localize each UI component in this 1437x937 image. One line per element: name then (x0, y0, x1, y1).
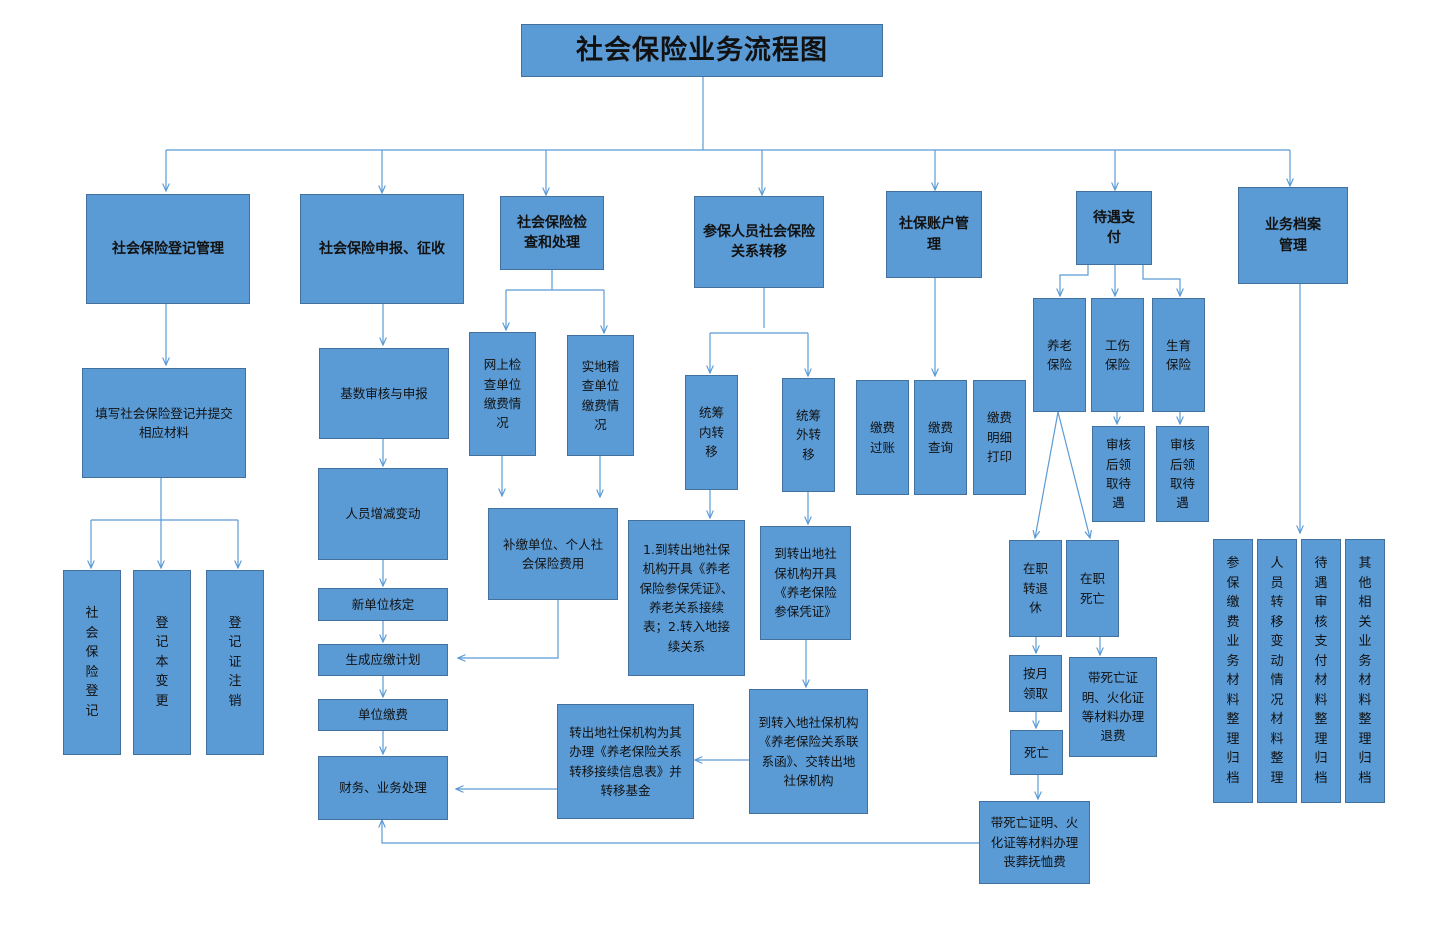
archive-item: 参保缴费业务材料整理归档 (1213, 539, 1253, 803)
archive-item: 人员转移变动情况材料整理 (1257, 539, 1297, 803)
registration-item: 社会保险登记 (63, 570, 121, 755)
declaration-step: 新单位核定 (318, 588, 448, 621)
account-item: 缴费过账 (856, 380, 909, 495)
declaration-step: 人员增减变动 (318, 468, 448, 560)
inspection-online: 网上检查单位缴费情况 (469, 332, 536, 456)
category-transfer: 参保人员社会保险关系转移 (694, 196, 824, 288)
page-title: 社会保险业务流程图 (521, 24, 883, 77)
account-item: 缴费明细打印 (973, 380, 1026, 495)
declaration-step: 生成应缴计划 (318, 644, 448, 676)
payment-death-detail: 带死亡证明、火化证等材料办理丧葬抚恤费 (979, 801, 1090, 884)
category-registration: 社会保险登记管理 (86, 194, 250, 304)
payment-type-injury: 工伤保险 (1091, 298, 1144, 412)
account-item: 缴费查询 (914, 380, 967, 495)
declaration-step: 基数审核与申报 (319, 348, 449, 439)
payment-type-maternity: 生育保险 (1152, 298, 1205, 412)
payment-maternity-claim: 审核后领取待遇 (1156, 426, 1209, 522)
payment-death-in-service-detail: 带死亡证明、火化证等材料办理退费 (1069, 657, 1157, 757)
registration-item: 登记本变更 (133, 570, 191, 755)
declaration-step: 财务、业务处理 (318, 756, 448, 820)
payment-injury-claim: 审核后领取待遇 (1092, 426, 1145, 522)
archive-item: 其他相关业务材料整理归档 (1345, 539, 1385, 803)
transfer-internal-detail: 1.到转出地社保机构开具《养老保险参保凭证》、养老关系接续表；2.转入地接续关系 (628, 520, 745, 676)
category-account: 社保账户管理 (886, 191, 982, 278)
inspection-field: 实地稽查单位缴费情况 (567, 335, 634, 456)
transfer-external-step3: 转出地社保机构为其办理《养老保险关系转移接续信息表》并转移基金 (557, 704, 694, 819)
registration-item: 登记证注销 (206, 570, 264, 755)
payment-death-in-service: 在职死亡 (1066, 540, 1119, 637)
category-inspection: 社会保险检查和处理 (500, 196, 604, 270)
transfer-external-step2: 到转入地社保机构《养老保险关系联系函》、交转出地社保机构 (749, 689, 868, 814)
transfer-internal: 统筹内转移 (685, 375, 738, 490)
payment-death: 死亡 (1010, 730, 1063, 775)
payment-type-pension: 养老保险 (1033, 298, 1086, 412)
payment-monthly: 按月领取 (1009, 655, 1062, 712)
registration-fill-form: 填写社会保险登记并提交相应材料 (82, 368, 246, 478)
payment-retire: 在职转退休 (1009, 540, 1062, 637)
archive-item: 待遇审核支付材料整理归档 (1301, 539, 1341, 803)
category-archive: 业务档案管理 (1238, 187, 1348, 284)
transfer-external: 统筹外转移 (782, 378, 835, 492)
category-declaration: 社会保险申报、征收 (300, 194, 464, 304)
declaration-step: 单位缴费 (318, 699, 448, 731)
category-payment: 待遇支付 (1076, 191, 1152, 265)
transfer-external-step1: 到转出地社保机构开具《养老保险参保凭证》 (760, 526, 851, 640)
inspection-repay: 补缴单位、个人社会保险费用 (488, 508, 618, 600)
